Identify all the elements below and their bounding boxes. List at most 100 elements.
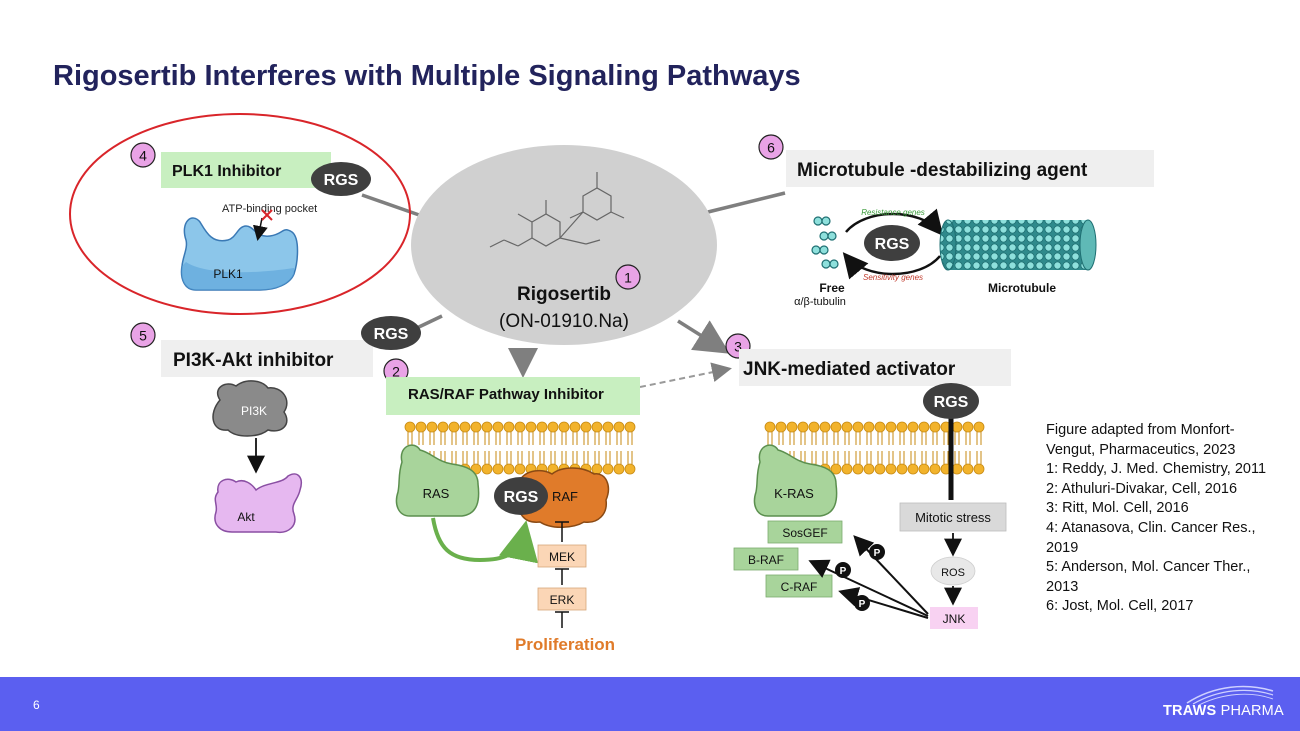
pi3k-protein-icon	[212, 380, 288, 437]
microtubule-icon	[939, 219, 1097, 271]
raf-label: RAF	[552, 489, 578, 504]
svg-text:RGS: RGS	[504, 489, 539, 506]
svg-text:RGS: RGS	[875, 236, 910, 253]
jnk-box	[930, 607, 978, 629]
craf-label: C-RAF	[781, 580, 818, 594]
akt-protein-icon	[214, 473, 302, 534]
pi3k-label-box	[161, 340, 373, 377]
ras-activation-arrow	[431, 517, 539, 564]
svg-text:3: 3	[734, 339, 742, 355]
svg-text:P: P	[840, 566, 847, 577]
mek-label: MEK	[549, 550, 575, 564]
braf-label: B-RAF	[748, 553, 784, 567]
jnk-label: JNK-mediated activator	[743, 359, 956, 380]
sensitivity-genes-label: Sensitivity genes	[863, 273, 923, 282]
microtubule-label-box	[786, 150, 1154, 187]
rgs-pill-plk1: RGS	[311, 162, 371, 196]
rigosertib-ellipse	[411, 145, 717, 345]
reference-item: Figure adapted from Monfort-Vengut, Phar…	[1046, 422, 1236, 458]
erk-inhibit-line	[555, 568, 569, 585]
badge-1: 1	[615, 264, 641, 290]
brand-logo: TRAWS PHARMA	[1163, 703, 1284, 719]
page-number: 6	[33, 698, 40, 712]
akt-protein-label: Akt	[237, 510, 255, 524]
reference-item: 4: Atanasova, Clin. Cancer Res., 2019	[1046, 519, 1256, 556]
drug-code: (ON-01910.Na)	[499, 311, 629, 332]
rgs-pill-jnk: RGS	[923, 383, 979, 419]
kras-protein-icon	[753, 444, 838, 517]
resistance-genes-label: Resistance genes	[861, 208, 925, 217]
drug-name: Rigosertib	[517, 284, 611, 305]
svg-text:1: 1	[624, 270, 632, 286]
phospho-marker-3: P	[854, 595, 870, 611]
svg-text:RGS: RGS	[934, 394, 969, 411]
svg-text:5: 5	[139, 328, 147, 344]
sosgef-box	[767, 520, 843, 544]
plk1-label: PLK1 Inhibitor	[172, 163, 281, 180]
erk-label: ERK	[550, 593, 575, 607]
jnk-label-box	[739, 349, 1011, 386]
microtubule-caption: Microtubule	[988, 281, 1056, 295]
plk1-label-box	[161, 152, 331, 188]
svg-text:RGS: RGS	[324, 172, 359, 189]
ras-raf-label: RAS/RAF Pathway Inhibitor	[408, 386, 604, 403]
proliferation-label: Proliferation	[515, 635, 615, 654]
brand-swoosh-icon	[1186, 685, 1274, 705]
molecule-structure-icon	[489, 172, 625, 248]
plk1-protein-label: PLK1	[213, 267, 243, 281]
pathway-diagram: Rigosertib (ON-01910.Na) 1 4 PLK1 Inhibi…	[69, 113, 1154, 654]
sensitivity-arrow	[842, 252, 941, 280]
erk-box	[537, 587, 587, 611]
reference-item: 6: Jost, Mol. Cell, 2017	[1046, 598, 1194, 615]
rgs-pill-pi3k: RGS	[361, 316, 421, 350]
free-tubulin-icon	[811, 216, 839, 269]
brand-name-part1: TRAWS	[1163, 703, 1217, 719]
badge-4: 4	[130, 142, 156, 168]
braf-box	[733, 547, 799, 571]
free-tubulin-line2: α/β-tubulin	[794, 296, 846, 308]
craf-box	[765, 574, 833, 598]
svg-text:P: P	[874, 548, 881, 559]
svg-text:RGS: RGS	[374, 326, 409, 343]
pocket-block-icon	[252, 209, 273, 241]
proliferation-inhibit-line	[555, 611, 569, 628]
rgs-pill-microtubule: RGS	[864, 225, 920, 261]
brand-name-part2: PHARMA	[1216, 703, 1284, 719]
ras-protein-icon	[395, 444, 480, 517]
plk1-protein-icon	[180, 217, 299, 291]
plk1-highlight-ellipse	[69, 113, 411, 315]
reference-item: 1: Reddy, J. Med. Chemistry, 2011	[1046, 461, 1267, 478]
mek-box	[537, 544, 587, 568]
svg-text:6: 6	[767, 140, 775, 156]
kras-label: K-RAS	[774, 486, 814, 501]
pi3k-label: PI3K-Akt inhibitor	[173, 350, 334, 371]
phospho-marker-2: P	[835, 562, 851, 578]
ros-label: ROS	[941, 567, 965, 579]
svg-text:4: 4	[139, 148, 147, 164]
references-list: Figure adapted from Monfort-Vengut, Phar…	[1046, 421, 1268, 617]
free-tubulin-line1: Free	[819, 281, 845, 295]
ras-raf-label-box	[386, 377, 640, 415]
phospho-marker-1: P	[869, 544, 885, 560]
atp-pocket-label: ATP-binding pocket	[222, 203, 317, 215]
ras-label: RAS	[423, 486, 450, 501]
reference-item: 3: Ritt, Mol. Cell, 2016	[1046, 500, 1189, 517]
jnk-phosphorylation-arrows	[808, 535, 929, 619]
pi3k-protein-label: PI3K	[241, 404, 267, 418]
rgs-pill-raf: RGS	[494, 477, 548, 515]
svg-text:P: P	[859, 599, 866, 610]
mek-inhibit-line	[555, 521, 569, 542]
reference-item: 2: Athuluri-Divakar, Cell, 2016	[1046, 480, 1238, 497]
mitotic-stress-label: Mitotic stress	[915, 510, 991, 525]
resistance-arrow	[845, 208, 944, 236]
svg-text:2: 2	[392, 364, 400, 380]
mitotic-stress-box	[899, 502, 1007, 532]
jnk-node-label: JNK	[943, 612, 966, 626]
sosgef-label: SosGEF	[782, 526, 827, 540]
badge-6: 6	[758, 134, 784, 160]
footer-bar	[0, 677, 1300, 731]
page-title: Rigosertib Interferes with Multiple Sign…	[53, 60, 801, 92]
microtubule-label: Microtubule -destabilizing agent	[797, 160, 1088, 181]
ros-node	[930, 556, 976, 586]
reference-item: 5: Anderson, Mol. Cancer Ther., 2013	[1046, 559, 1251, 595]
